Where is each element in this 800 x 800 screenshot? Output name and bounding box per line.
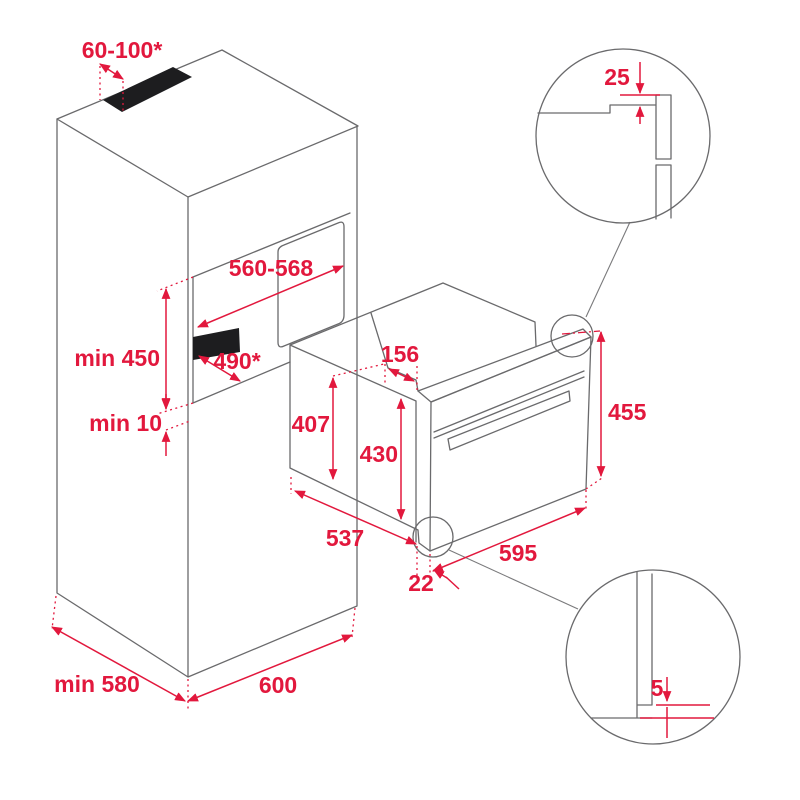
cabinet-edges: [56, 118, 358, 678]
cabinet-niche-opening: [192, 212, 351, 404]
dim-600-arrow: [186, 634, 354, 702]
door-handle-slot: [447, 390, 571, 451]
dim-vent-height: 60-100*: [82, 37, 163, 63]
detail-top-section-lines: [537, 94, 672, 220]
dim-455-extension-bottom: [585, 477, 603, 490]
dim-22-arrow: [433, 569, 448, 579]
dim-22-leader: [445, 576, 460, 590]
detail-bottom-gap-lines: [640, 704, 714, 738]
cabinet-vent-slot: [103, 67, 192, 112]
dim-455-extension-top: [561, 330, 601, 335]
callout-line-top: [585, 221, 631, 318]
dim-oven-frame-protrusion: 22: [408, 570, 434, 596]
zoom-source-circle-top: [550, 314, 594, 358]
oven: [289, 282, 594, 558]
dimension-labels: 60-100* 560-568 min 450 490* min 10 407 …: [54, 37, 663, 701]
dim-vent-arrow: [99, 63, 124, 80]
detail-circle-bottom: [565, 569, 741, 745]
dim-niche-min-height: min 450: [74, 345, 160, 371]
niche-shelf: [193, 328, 240, 360]
dim-niche-width: 560-568: [229, 255, 314, 281]
oven-door: [429, 336, 592, 552]
dim-niche-width-arrow: [196, 265, 345, 328]
dim-537-arrow: [293, 490, 418, 545]
dim-cabinet-width: 600: [259, 672, 297, 698]
dim-580-arrow: [51, 626, 186, 702]
dim-oven-front-width: 595: [499, 540, 538, 566]
detail-circle-top-outline: [535, 48, 711, 224]
niche-back-panel-cutout: [277, 221, 345, 348]
dim-156-arrow: [388, 368, 415, 382]
oven-door-band: [433, 370, 585, 439]
dim-oven-top-recess: 156: [381, 341, 419, 367]
dimension-lines: [51, 63, 606, 711]
dim-oven-body-height: 407: [292, 411, 330, 437]
dim-580-extension: [51, 595, 57, 630]
dim-oven-door-height: 430: [360, 441, 398, 467]
dim-niche-bottom-clearance: min 10: [89, 410, 162, 436]
detail-circle-top: [535, 48, 711, 224]
dim-156-extensions: [384, 364, 418, 390]
dim-niche-height-extensions: [156, 276, 194, 415]
dim-oven-front-height: 455: [608, 399, 647, 425]
dim-595-extensions: [429, 490, 587, 576]
dim-detail-bottom-gap: 5: [651, 675, 664, 701]
dim-niche-depth: 490*: [213, 348, 260, 374]
dim-min10-extension: [165, 420, 191, 431]
dim-595-arrow: [431, 507, 587, 572]
dim-407-extension: [332, 363, 385, 377]
detail-circle-bottom-outline: [565, 569, 741, 745]
dim-detail-top-overlap: 25: [604, 64, 630, 90]
dim-cabinet-depth: min 580: [54, 671, 140, 697]
dim-oven-body-depth: 537: [326, 525, 364, 551]
oven-top-trim: [417, 328, 592, 403]
detail-bottom-section-lines: [590, 571, 653, 719]
dim-niche-depth-arrow: [198, 355, 241, 382]
cabinet-top-face: [56, 49, 359, 198]
